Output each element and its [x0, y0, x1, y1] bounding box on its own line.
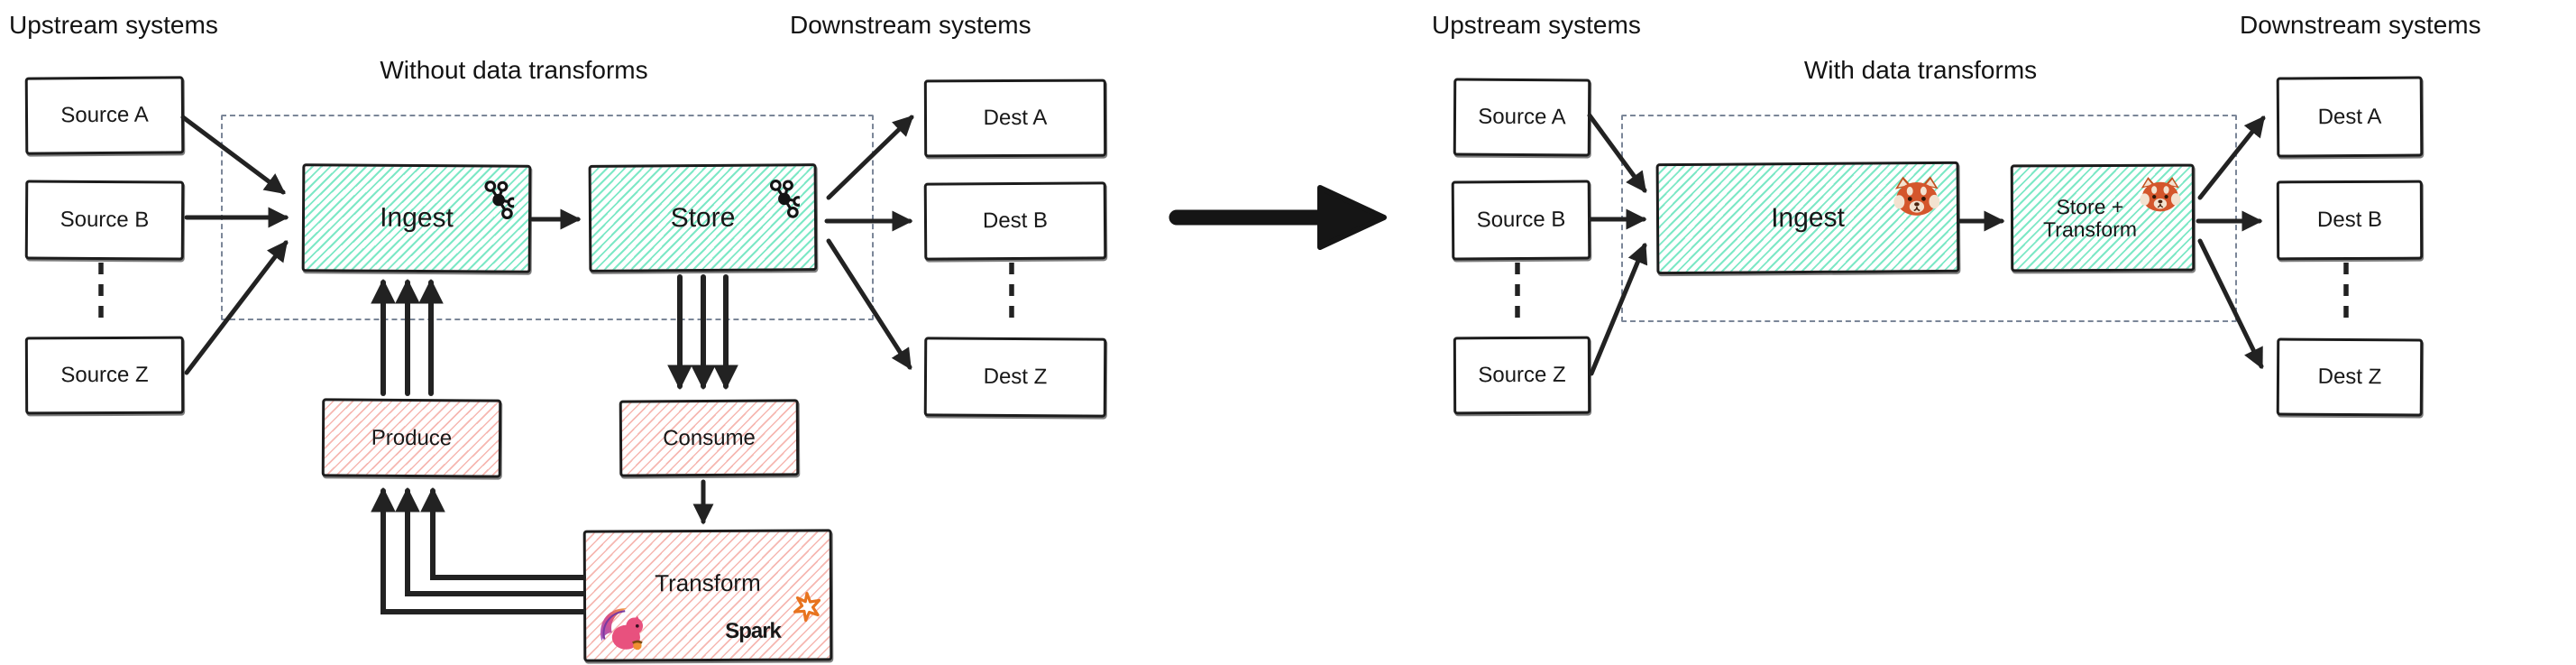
kafka-icon — [484, 180, 515, 220]
red-panda-icon — [1893, 176, 1940, 216]
right-store-transform-box: Store + Transform — [2010, 163, 2196, 272]
produce-label: Produce — [371, 425, 453, 450]
spark-star-icon — [793, 591, 821, 623]
arrow-transform-produce-3 — [420, 486, 586, 580]
left-dest-b-label: Dest B — [982, 208, 1049, 234]
left-dest-a-label: Dest A — [983, 105, 1048, 131]
left-source-b-box: Source B — [24, 180, 185, 261]
left-ingest-label: Ingest — [380, 202, 454, 234]
right-source-b-label: Source B — [1476, 207, 1566, 233]
left-dest-b-box: Dest B — [923, 181, 1107, 261]
right-dest-z-label: Dest Z — [2317, 364, 2382, 390]
right-dest-b-label: Dest B — [2316, 207, 2383, 233]
kafka-icon — [769, 180, 801, 218]
left-dest-a-box: Dest A — [923, 79, 1107, 158]
flink-squirrel-icon — [600, 608, 644, 651]
right-upstream-label: Upstream systems — [1432, 11, 1641, 39]
transform-label: Transform — [655, 568, 761, 596]
left-source-z-label: Source Z — [60, 362, 149, 388]
right-source-a-label: Source A — [1478, 104, 1566, 130]
store-transform-label-line2: Transform — [2043, 217, 2138, 241]
produce-box: Produce — [321, 398, 502, 478]
arrow-transform-produce-1 — [371, 486, 586, 614]
left-upstream-label: Upstream systems — [9, 11, 218, 39]
left-dest-z-label: Dest Z — [983, 364, 1048, 390]
left-store-box: Store — [588, 163, 818, 272]
red-panda-icon — [2140, 176, 2181, 212]
right-dest-a-box: Dest A — [2276, 76, 2424, 158]
right-dest-b-box: Dest B — [2276, 180, 2424, 261]
left-source-z-box: Source Z — [24, 336, 185, 415]
left-source-b-label: Source B — [60, 207, 150, 233]
spark-wordmark: Spark — [725, 618, 781, 643]
left-dest-z-box: Dest Z — [923, 337, 1107, 418]
right-downstream-label: Downstream systems — [2240, 11, 2481, 39]
right-source-z-label: Source Z — [1478, 362, 1566, 388]
left-diagram-title: Without data transforms — [380, 56, 648, 84]
right-ingest-box: Ingest — [1655, 161, 1960, 275]
left-source-a-label: Source A — [60, 102, 149, 128]
store-transform-label-line1: Store + — [2056, 195, 2124, 219]
right-source-z-box: Source Z — [1453, 336, 1591, 415]
arrow-transform-produce-2 — [395, 486, 586, 596]
left-ingest-box: Ingest — [301, 163, 532, 273]
consume-box: Consume — [619, 399, 800, 477]
right-dest-a-label: Dest A — [2317, 104, 2382, 129]
big-transition-arrow — [1169, 185, 1387, 250]
left-downstream-label: Downstream systems — [790, 11, 1031, 39]
consume-label: Consume — [663, 425, 756, 450]
right-diagram-title: With data transforms — [1803, 56, 2038, 84]
left-store-label: Store — [670, 202, 736, 233]
right-source-a-box: Source A — [1453, 78, 1591, 157]
right-source-b-box: Source B — [1451, 180, 1591, 261]
right-dest-z-box: Dest Z — [2276, 337, 2424, 417]
left-source-a-box: Source A — [24, 76, 185, 155]
right-ingest-label: Ingest — [1771, 202, 1845, 233]
spark-logo: Spark — [725, 591, 821, 643]
transform-box: Transform Spark — [582, 529, 833, 662]
